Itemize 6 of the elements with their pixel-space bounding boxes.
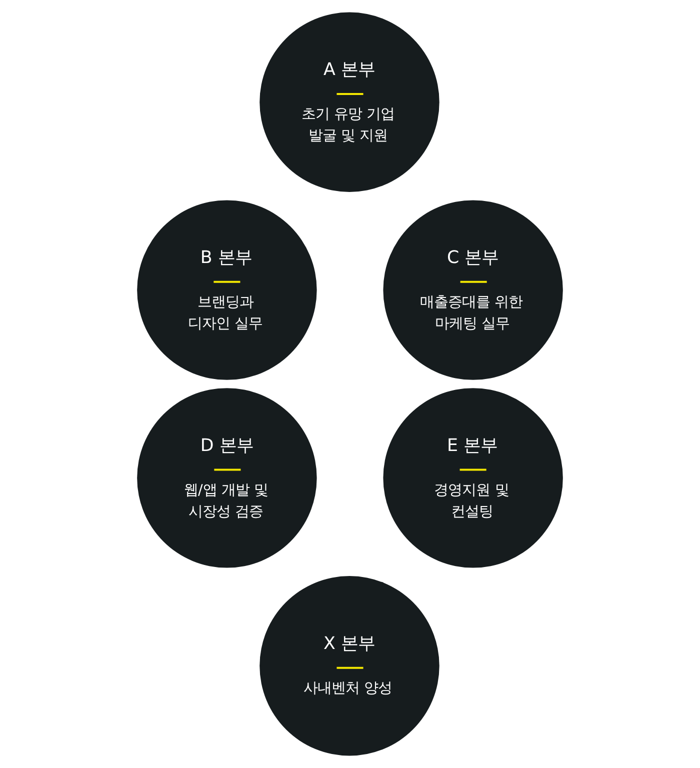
node-circle: A 본부 초기 유망 기업 발굴 및 지원: [260, 12, 440, 192]
node-circle: X 본부 사내벤처 양성: [260, 576, 440, 756]
node-circle: E 본부 경영지원 및 컨설팅: [383, 388, 563, 568]
node-circle: C 본부 매출증대를 위한 마케팅 실무: [383, 200, 563, 380]
node-circle: D 본부 웹/앱 개발 및 시장성 검증: [137, 388, 317, 568]
node-circle: B 본부 브랜딩과 디자인 실무: [137, 200, 317, 380]
